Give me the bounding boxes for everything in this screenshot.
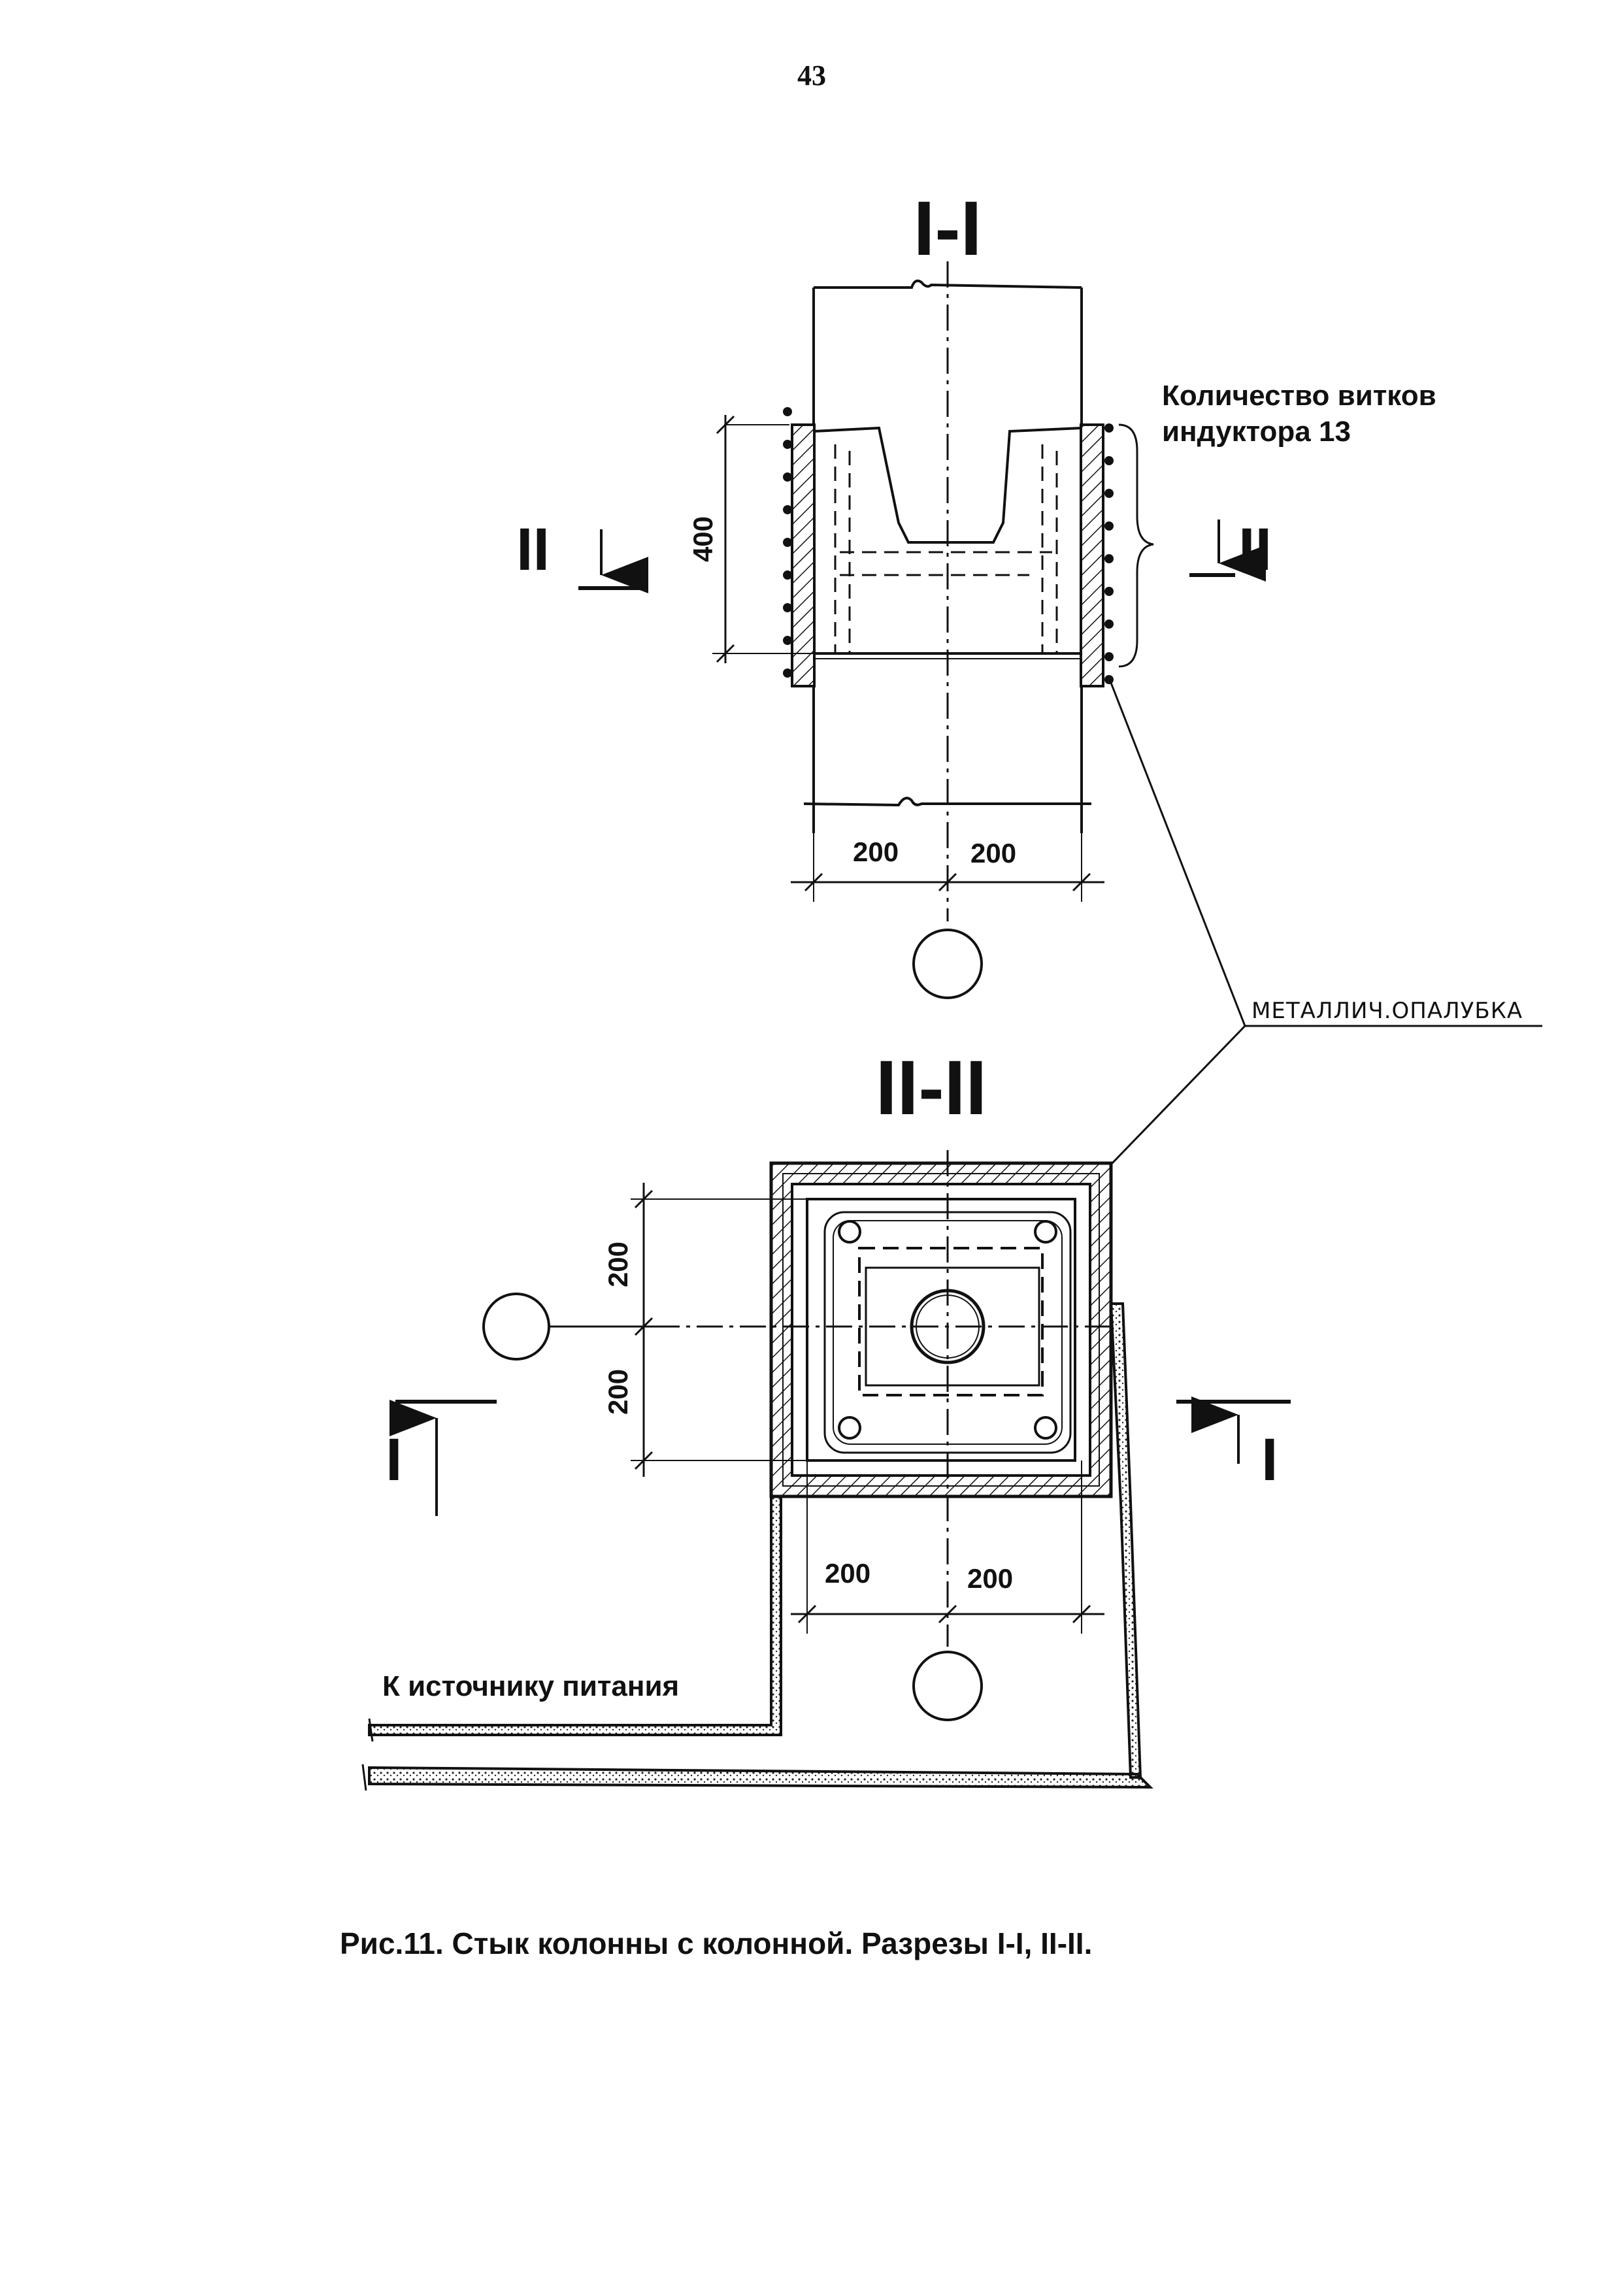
cut-marker-II-right: II — [1189, 516, 1272, 583]
svg-text:I: I — [386, 1427, 403, 1493]
upper-column — [812, 279, 1083, 425]
vertical-dimension: 200 200 — [603, 1183, 807, 1477]
coil-brace — [1118, 423, 1154, 668]
cut-marker-I-left: I — [386, 1400, 497, 1516]
section-II-II-title: II-II — [876, 1045, 987, 1131]
axis-marker-circle-bottom — [912, 1651, 983, 1721]
rebars — [838, 1220, 1057, 1440]
inductor-label-line2: индуктора 13 — [1162, 416, 1351, 448]
figure-caption: Рис.11. Стык колонны с колонной. Разрезы… — [340, 1926, 1092, 1960]
formwork-left — [791, 423, 816, 687]
page-number: 43 — [797, 59, 826, 91]
horizontal-dimension: 200 200 — [791, 1460, 1104, 1634]
power-source-label: К источнику питания — [382, 1670, 679, 1702]
height-dimension: 400 — [688, 415, 814, 663]
width-dimension: 200 200 — [791, 817, 1104, 902]
cut-marker-I-right: I — [1176, 1396, 1291, 1493]
lower-column — [803, 686, 1091, 833]
svg-text:II: II — [516, 516, 550, 583]
column-section — [806, 1198, 1076, 1462]
section-II-dim-right: 200 — [967, 1563, 1013, 1594]
section-I-dim-left: 200 — [853, 836, 899, 867]
axis-marker-circle-left — [482, 1293, 550, 1361]
section-II-dim-top: 200 — [603, 1242, 633, 1287]
formwork-right — [1080, 423, 1104, 687]
section-II-dim-bottom: 200 — [603, 1369, 633, 1415]
inductor-label-line1: Количество витков — [1162, 380, 1436, 412]
section-I-dim-right: 200 — [970, 838, 1016, 868]
section-I-I: I-I — [516, 186, 1436, 999]
svg-text:II: II — [1238, 516, 1272, 583]
cut-marker-II-left: II — [516, 516, 648, 593]
joint-zone — [791, 423, 1104, 687]
power-cable — [361, 1302, 1153, 1791]
axis-marker-circle — [912, 929, 983, 999]
section-II-II: II-II — [361, 1045, 1291, 1791]
inductor-coil — [783, 407, 1114, 684]
height-dim-label: 400 — [688, 516, 718, 562]
formwork-callout: МЕТАЛЛИЧ.ОПАЛУБКА — [1110, 682, 1542, 1166]
section-I-I-title: I-I — [914, 186, 982, 272]
formwork-label: МЕТАЛЛИЧ.ОПАЛУБКА — [1251, 998, 1523, 1024]
svg-text:I: I — [1261, 1427, 1278, 1493]
section-II-dim-left: 200 — [825, 1558, 870, 1589]
